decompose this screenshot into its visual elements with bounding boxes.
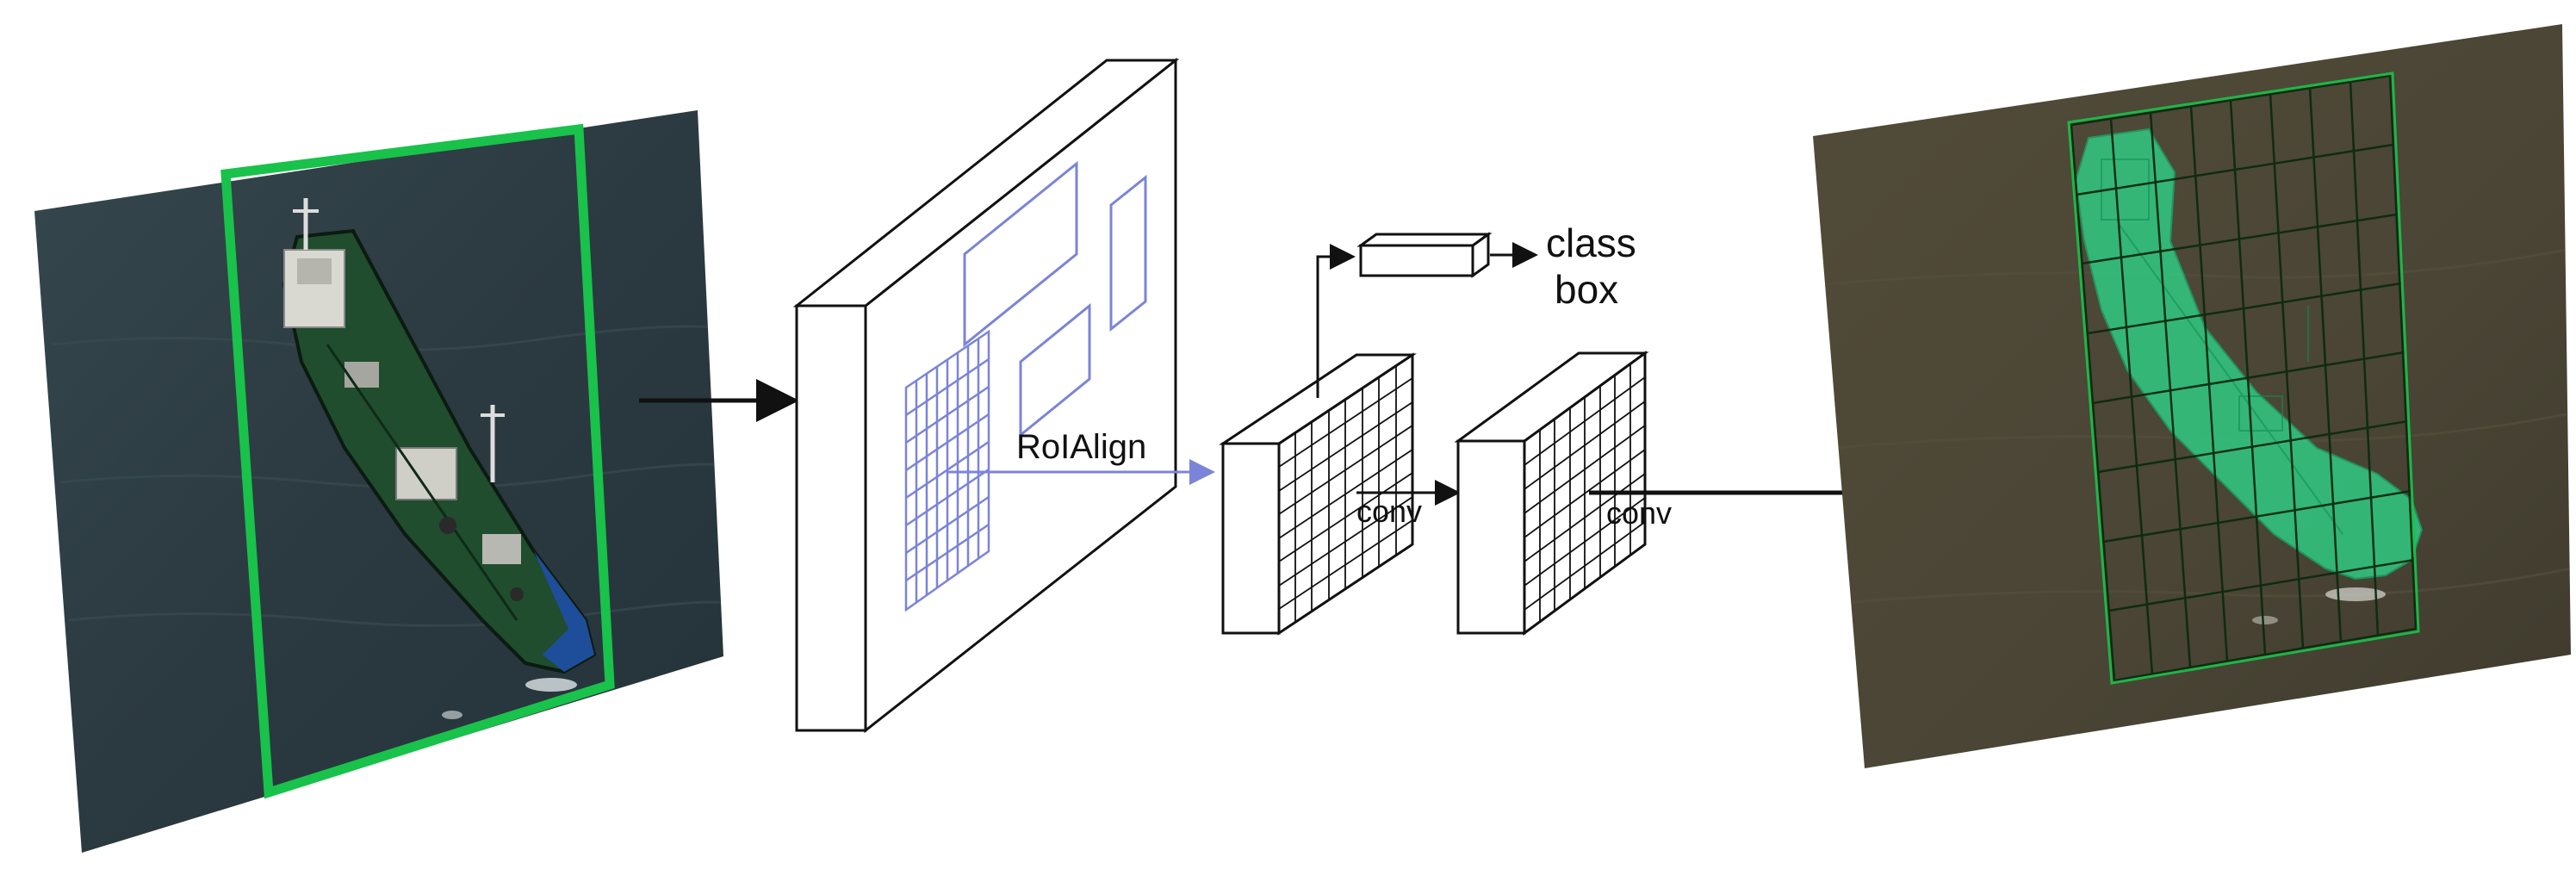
roi-bounding-box: [220, 123, 615, 799]
mask-grid: [2070, 74, 2418, 682]
ship-icon: [51, 198, 723, 719]
roialign-label: RoIAlign: [1016, 428, 1146, 466]
box-label: box: [1555, 267, 1618, 312]
conv-block-1: [1219, 352, 1417, 636]
input-image: [34, 110, 723, 853]
fc-layer: [1356, 232, 1493, 278]
roi-proposals: [963, 160, 1147, 438]
class-label: class: [1546, 220, 1636, 265]
feature-map-block: [792, 57, 1180, 734]
output-image: [1813, 24, 2571, 768]
roi-grid: [904, 329, 990, 612]
conv-label-1: conv: [1356, 494, 1422, 529]
branch-line-up: [1316, 244, 1356, 398]
ship-mask-icon: [2101, 158, 2343, 535]
conv-block-2: [1454, 351, 1649, 636]
segmentation-mask: [2074, 127, 2424, 581]
conv-label-2: conv: [1606, 495, 1672, 531]
output-roi-box: [2067, 71, 2420, 685]
